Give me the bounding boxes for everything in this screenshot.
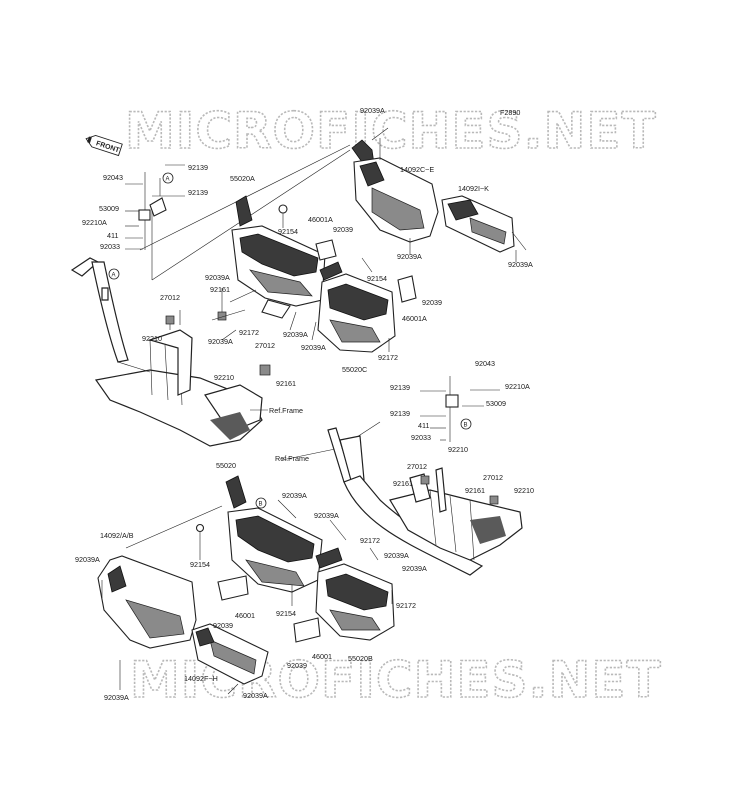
part-label: 92039 <box>287 661 307 670</box>
part-label: 92210 <box>142 334 162 343</box>
part-label: 92039 <box>213 621 233 630</box>
part-label: 27012 <box>255 341 275 350</box>
door-trim-14092f-h <box>119 623 269 695</box>
part-label: 53009 <box>99 204 119 213</box>
part-label: 92039A <box>301 343 326 352</box>
part-label: 92039A <box>75 555 100 564</box>
left-frame-upper <box>70 257 271 447</box>
part-label: 92039A <box>283 330 308 339</box>
part-label: 92154 <box>367 274 387 283</box>
part-label: 14092F~H <box>184 674 218 683</box>
inner-door-panel-55020a <box>231 195 326 319</box>
inner-door-panel-55020b <box>291 547 395 643</box>
part-label: 92039A <box>360 106 385 115</box>
inner-door-panel-55020 <box>195 475 347 601</box>
door-cover-14092-a-b <box>97 505 223 649</box>
watermark-top: MICROFICHES.NET <box>125 102 657 160</box>
part-label: 92039A <box>205 273 230 282</box>
svg-text:A: A <box>166 177 170 183</box>
part-label: 92172 <box>396 601 416 610</box>
part-label: 92039 <box>422 298 442 307</box>
part-label: 92033 <box>411 433 431 442</box>
callout-b-right: B <box>460 418 472 430</box>
part-label: 92161 <box>276 379 296 388</box>
part-label: 46001 <box>312 652 332 661</box>
part-label: 92210 <box>514 486 534 495</box>
part-label: 92161 <box>210 285 230 294</box>
part-label: 55020 <box>216 461 236 470</box>
part-label: 92039A <box>397 252 422 261</box>
part-label: 14092/A/B <box>100 531 134 540</box>
part-label: 55020A <box>230 174 255 183</box>
part-label: 92039A <box>282 491 307 500</box>
part-label: F2890 <box>500 108 520 117</box>
part-label: 92139 <box>188 163 208 172</box>
part-label: 92161 <box>465 486 485 495</box>
part-label: 55020C <box>342 365 367 374</box>
part-label: 92172 <box>360 536 380 545</box>
part-label: 92043 <box>475 359 495 368</box>
part-label: 92172 <box>239 328 259 337</box>
svg-text:B: B <box>259 502 263 508</box>
part-label: 27012 <box>160 293 180 302</box>
part-label: 92039A <box>402 564 427 573</box>
part-label: 92139 <box>188 188 208 197</box>
part-label: 92210A <box>82 218 107 227</box>
part-label: 14092C~E <box>400 165 434 174</box>
svg-text:B: B <box>464 423 468 429</box>
part-label: 92154 <box>190 560 210 569</box>
part-label: 55020B <box>348 654 373 663</box>
callout-b-lower: B <box>255 497 267 509</box>
right-frame <box>281 376 523 576</box>
part-label: 27012 <box>483 473 503 482</box>
part-label: 92043 <box>103 173 123 182</box>
part-label: 92039 <box>333 225 353 234</box>
svg-text:A: A <box>112 273 116 279</box>
part-label: 53009 <box>486 399 506 408</box>
part-label: 92039A <box>243 691 268 700</box>
callout-a-frame: A <box>108 268 120 280</box>
part-label: 92039A <box>508 260 533 269</box>
part-label: 92154 <box>276 609 296 618</box>
part-label: 92039A <box>208 337 233 346</box>
part-label: 46001 <box>235 611 255 620</box>
door-trim-14092i-k <box>441 195 527 262</box>
inner-door-panel-55020c <box>315 239 417 353</box>
part-label: 92172 <box>378 353 398 362</box>
part-label: 14092I~K <box>458 184 489 193</box>
part-label: 411 <box>107 231 118 240</box>
part-label: 92139 <box>390 383 410 392</box>
part-label: 92039A <box>314 511 339 520</box>
upper-fasteners <box>179 288 390 352</box>
part-label: 92210 <box>214 373 234 382</box>
door-cover-14092c-e <box>351 127 439 255</box>
part-label: 27012 <box>407 462 427 471</box>
part-label: 46001A <box>308 215 333 224</box>
part-label: 92039A <box>104 693 129 702</box>
callout-a-upper: A <box>162 172 174 184</box>
front-arrow-badge: FRONT <box>85 134 123 157</box>
part-label: 92033 <box>100 242 120 251</box>
part-label: Ref.Frame <box>275 454 309 463</box>
part-label: Ref.Frame <box>269 406 303 415</box>
part-label: 92039A <box>384 551 409 560</box>
part-label: 92161 <box>393 479 413 488</box>
part-label: 46001A <box>402 314 427 323</box>
part-label: 411 <box>418 421 429 430</box>
part-label: 92139 <box>390 409 410 418</box>
part-label: 92154 <box>278 227 298 236</box>
part-label: 92210 <box>448 445 468 454</box>
part-label: 92210A <box>505 382 530 391</box>
